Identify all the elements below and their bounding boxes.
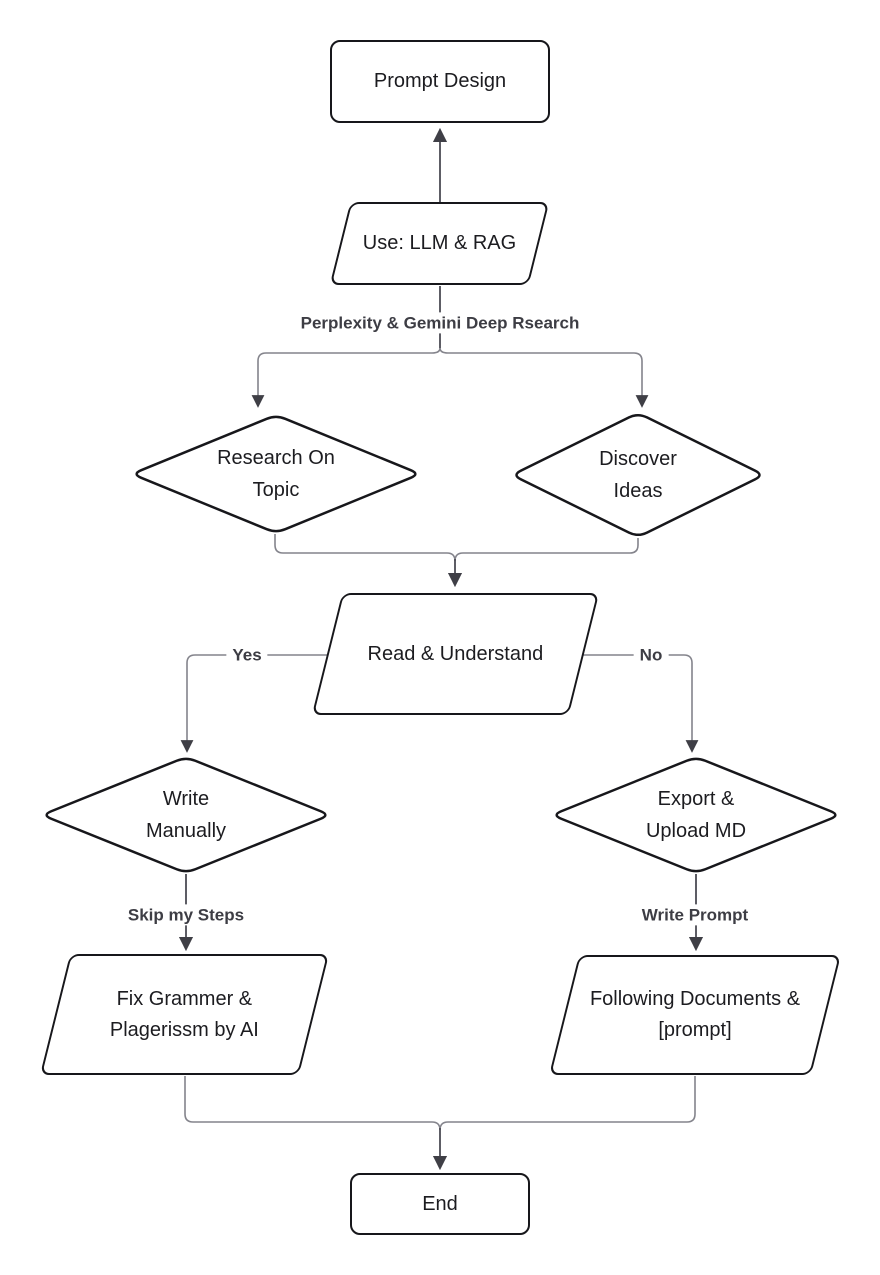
edge-label-skip-my-steps: Skip my Steps [121,904,251,926]
node-use-llm-rag: Use: LLM & RAG [329,202,550,285]
edge-label-yes: Yes [226,644,268,666]
node-export-upload-md-shape [555,757,837,873]
node-write-manually-shape [45,757,327,873]
node-use-llm-rag-label: Use: LLM & RAG [362,232,517,254]
node-fix-grammar-plagiarism: Fix Grammer & Plagerissm by AI [39,954,330,1075]
node-end: End [350,1173,530,1235]
edge-split-left [251,347,441,408]
node-read-understand: Read & Understand [311,593,600,715]
node-fix-grammar-plagiarism-label: Fix Grammer & Plagerissm by AI [110,987,259,1041]
node-research-on-topic-shape [135,415,417,533]
edge-label-write-prompt: Write Prompt [635,904,755,926]
edge-discover-merge [454,538,639,562]
edge-yes [180,654,330,753]
edge-research-merge [274,534,456,562]
node-export-upload-md-label: Export & Upload MD [645,788,747,842]
edge-label-no: No [633,644,669,666]
node-following-documents-label: Following Documents & [prompt] [589,988,801,1041]
node-discover-ideas-label: Discover Ideas [599,448,677,502]
node-read-understand-label: Read & Understand [367,642,544,665]
edge-fixgrammar-merge [184,1076,441,1131]
node-discover-ideas-shape [515,413,761,537]
edge-following-merge [439,1076,696,1131]
edge-no [582,654,699,753]
node-write-manually-label: Write Manually [145,788,227,842]
node-following-documents: Following Documents & [prompt] [549,955,841,1075]
node-prompt-design: Prompt Design [330,40,550,123]
edge-split-right [439,347,649,408]
edge-label-deep-research: Perplexity & Gemini Deep Rsearch [294,312,586,334]
node-research-on-topic-label: Research On Topic [217,447,335,501]
